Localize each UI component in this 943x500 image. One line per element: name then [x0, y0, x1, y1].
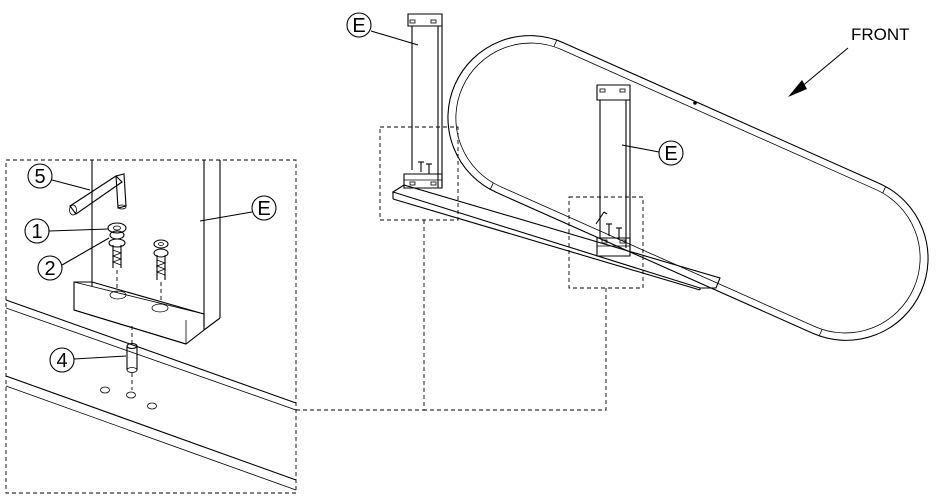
- front-label: FRONT: [851, 25, 910, 44]
- screw-right: [153, 239, 169, 304]
- callout-e-top: E: [346, 12, 419, 46]
- base-rail: [391, 184, 721, 291]
- svg-text:1: 1: [31, 221, 42, 243]
- detail-callouts: [296, 126, 644, 411]
- svg-text:E: E: [352, 15, 365, 37]
- screw-pair-right: [606, 223, 622, 240]
- oval-mirror: [447, 35, 929, 341]
- callout-item-4: 4: [49, 347, 127, 373]
- dowel: [126, 326, 138, 390]
- front-arrow-line: [799, 47, 849, 89]
- detail-bracket-e: [73, 160, 221, 345]
- svg-text:E: E: [664, 143, 677, 165]
- front-arrow-icon: [788, 80, 807, 97]
- callout-item-2: 2: [37, 237, 110, 281]
- callout-e-right: E: [621, 140, 684, 166]
- screw-left: [108, 238, 126, 292]
- detail-view: [5, 159, 297, 494]
- front-direction: FRONT: [788, 25, 910, 97]
- svg-text:2: 2: [44, 258, 55, 280]
- callout-item-1: 1: [24, 218, 109, 244]
- svg-text:4: 4: [56, 350, 67, 372]
- hex-key-small: [595, 211, 608, 225]
- washer: [107, 222, 127, 240]
- bracket-e-left: [403, 13, 443, 189]
- detail-view-frame: [5, 159, 297, 494]
- detail-rail: [5, 299, 297, 491]
- svg-text:E: E: [257, 198, 270, 220]
- callout-e-detail: E: [199, 195, 277, 222]
- hex-key: [69, 173, 127, 216]
- screw-pair-left: [418, 161, 432, 174]
- bracket-e-right: [595, 84, 631, 257]
- callout-box-right: [568, 196, 644, 289]
- mirror-center-mark: [693, 101, 697, 105]
- callout-item-5: 5: [27, 163, 91, 191]
- svg-text:5: 5: [34, 166, 45, 188]
- callout-leader: [423, 220, 607, 411]
- callout-box-left: [379, 126, 459, 221]
